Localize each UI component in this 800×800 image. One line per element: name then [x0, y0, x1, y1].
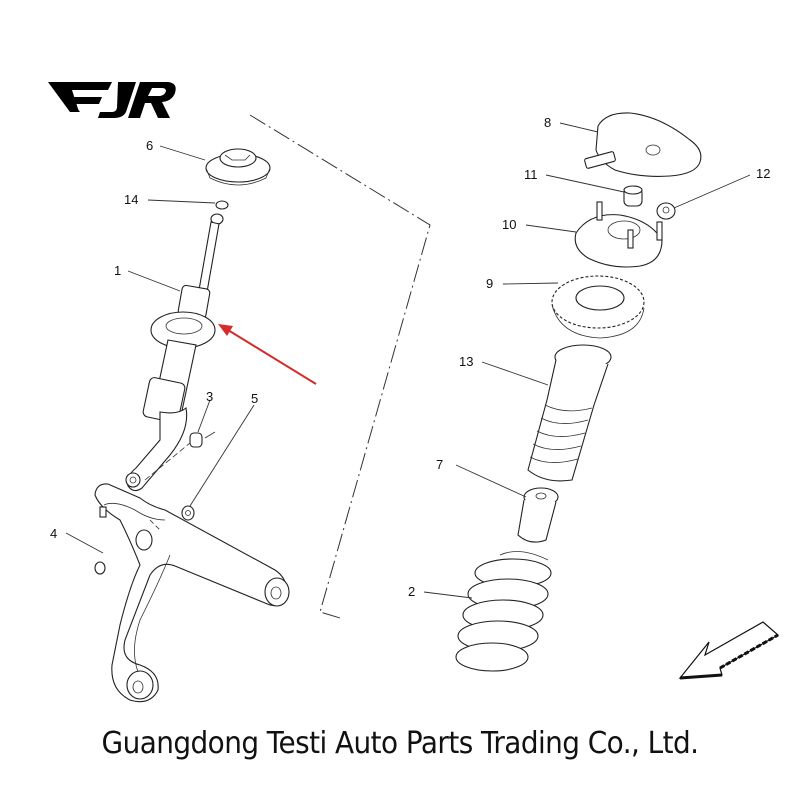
callout-leaders — [65, 122, 751, 599]
leader-11 — [545, 174, 625, 193]
part-washer-nut — [210, 200, 229, 225]
callout-4: 4 — [50, 526, 57, 541]
callout-3: 3 — [206, 389, 213, 404]
leader-10 — [525, 224, 577, 233]
leader-7 — [455, 464, 527, 498]
leader-13 — [481, 361, 549, 386]
assembly-group-frame — [249, 114, 431, 619]
callout-9: 9 — [486, 276, 493, 291]
part-nut — [181, 505, 195, 521]
callout-11: 11 — [524, 167, 538, 182]
part-top-nut-cap — [623, 185, 643, 207]
leader-3 — [197, 399, 211, 433]
leader-5 — [189, 404, 255, 507]
part-strut-top-cover — [584, 112, 702, 177]
callout-6: 6 — [146, 138, 153, 153]
part-lower-control-arm — [94, 483, 290, 703]
part-flange-nut — [656, 202, 676, 220]
part-strut-top-mount — [574, 201, 663, 268]
company-caption: Guangdong Testi Auto Parts Trading Co., … — [101, 726, 700, 761]
front-direction-arrow-icon — [678, 621, 780, 680]
highlight-arrow — [218, 324, 317, 385]
callout-2: 2 — [408, 584, 415, 599]
leader-6 — [159, 145, 206, 161]
callout-labels: 6 14 1 3 5 4 8 11 12 10 9 13 7 2 — [50, 115, 770, 599]
callout-14: 14 — [124, 192, 138, 207]
part-upper-spring-isolator — [551, 275, 645, 339]
callout-1: 1 — [114, 263, 121, 278]
callout-12: 12 — [756, 166, 770, 181]
leader-8 — [559, 122, 599, 133]
callout-10: 10 — [502, 217, 516, 232]
part-dust-boot — [527, 344, 612, 482]
callout-7: 7 — [436, 457, 443, 472]
part-shock-absorber-strut — [125, 221, 220, 492]
part-coil-spring — [455, 551, 552, 672]
callout-5: 5 — [251, 391, 258, 406]
leader-1 — [127, 270, 181, 292]
leader-12 — [673, 174, 751, 209]
leader-2 — [423, 591, 473, 599]
callout-8: 8 — [544, 115, 551, 130]
leader-9 — [502, 282, 559, 285]
part-bushing — [144, 431, 216, 481]
part-spring-seat — [205, 148, 271, 186]
leader-14 — [147, 199, 216, 204]
part-bump-stop — [517, 487, 559, 543]
brand-logo — [48, 82, 176, 118]
leader-4 — [65, 532, 104, 554]
part-bolt — [94, 547, 131, 575]
callout-13: 13 — [459, 354, 473, 369]
